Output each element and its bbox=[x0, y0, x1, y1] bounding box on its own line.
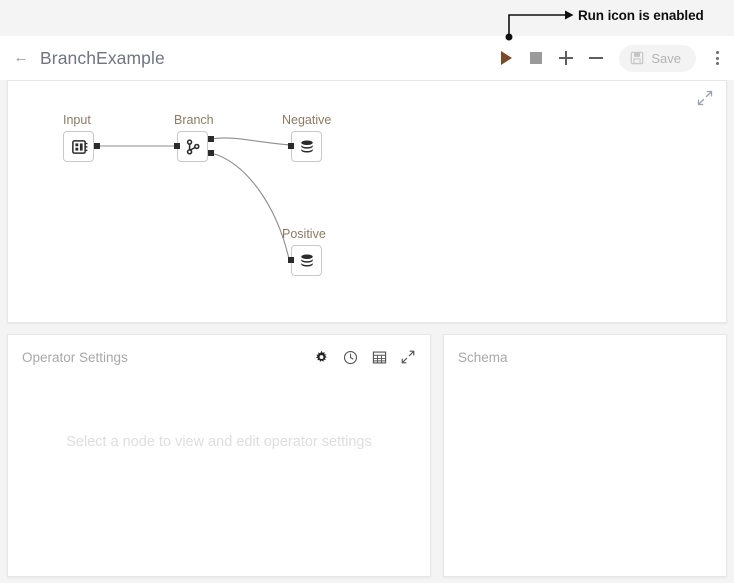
database-icon bbox=[300, 254, 313, 266]
stop-glyph-icon bbox=[530, 52, 543, 64]
node-label-input: Input bbox=[63, 113, 91, 127]
port-positive-in[interactable] bbox=[288, 257, 294, 263]
git-branch-icon bbox=[186, 138, 200, 155]
save-button[interactable]: Save bbox=[619, 44, 696, 72]
minus-icon[interactable] bbox=[581, 43, 611, 73]
graph-edges bbox=[97, 137, 292, 260]
page-title: BranchExample bbox=[40, 47, 165, 68]
kebab-menu-icon[interactable] bbox=[706, 45, 728, 71]
operator-panel-title: Operator Settings bbox=[22, 349, 128, 365]
annotation-label: Run icon is enabled bbox=[578, 8, 704, 23]
play-triangle-icon bbox=[500, 51, 512, 65]
node-branch[interactable] bbox=[177, 131, 208, 162]
clock-icon[interactable] bbox=[342, 349, 358, 365]
kebab-dot bbox=[715, 51, 719, 54]
port-branch-in[interactable] bbox=[174, 143, 180, 149]
schema-panel-title: Schema bbox=[458, 349, 508, 365]
port-branch-out-positive[interactable] bbox=[208, 150, 214, 156]
schema-panel-header: Schema bbox=[444, 335, 726, 379]
operator-panel-actions bbox=[313, 349, 416, 365]
stop-square-icon[interactable] bbox=[521, 43, 551, 73]
database-icon bbox=[300, 140, 313, 152]
run-play-icon[interactable] bbox=[491, 43, 521, 73]
port-input-out[interactable] bbox=[94, 143, 100, 149]
operator-settings-panel: Operator Settings bbox=[7, 334, 431, 577]
node-input[interactable] bbox=[63, 131, 94, 162]
kebab-dot bbox=[715, 62, 719, 65]
back-arrow-icon[interactable]: ← bbox=[13, 49, 29, 66]
port-branch-out-negative[interactable] bbox=[208, 136, 214, 142]
table-icon[interactable] bbox=[371, 349, 387, 365]
app-header: ← BranchExample Save bbox=[0, 36, 734, 80]
plus-icon[interactable] bbox=[551, 43, 581, 73]
node-negative[interactable] bbox=[291, 131, 322, 162]
graph-canvas[interactable]: Input Branch bbox=[7, 80, 727, 323]
save-disk-icon bbox=[631, 51, 644, 65]
canvas-expand-icon[interactable] bbox=[696, 89, 716, 109]
port-negative-in[interactable] bbox=[288, 143, 294, 149]
expand-diagonal-icon[interactable] bbox=[400, 349, 416, 365]
node-label-negative: Negative bbox=[282, 113, 332, 127]
node-label-positive: Positive bbox=[282, 227, 326, 241]
chip-icon bbox=[71, 139, 87, 154]
operator-panel-header: Operator Settings bbox=[8, 335, 430, 379]
save-button-label: Save bbox=[651, 50, 681, 66]
node-positive[interactable] bbox=[291, 245, 322, 276]
kebab-dot bbox=[715, 56, 719, 60]
gear-icon[interactable] bbox=[313, 349, 329, 365]
operator-panel-empty-text: Select a node to view and edit operator … bbox=[66, 434, 372, 450]
node-label-branch: Branch bbox=[174, 113, 214, 127]
header-toolbar: Save bbox=[491, 43, 734, 73]
schema-panel: Schema bbox=[443, 334, 727, 577]
plus-glyph-icon bbox=[559, 51, 574, 65]
minus-glyph-icon bbox=[589, 51, 604, 65]
